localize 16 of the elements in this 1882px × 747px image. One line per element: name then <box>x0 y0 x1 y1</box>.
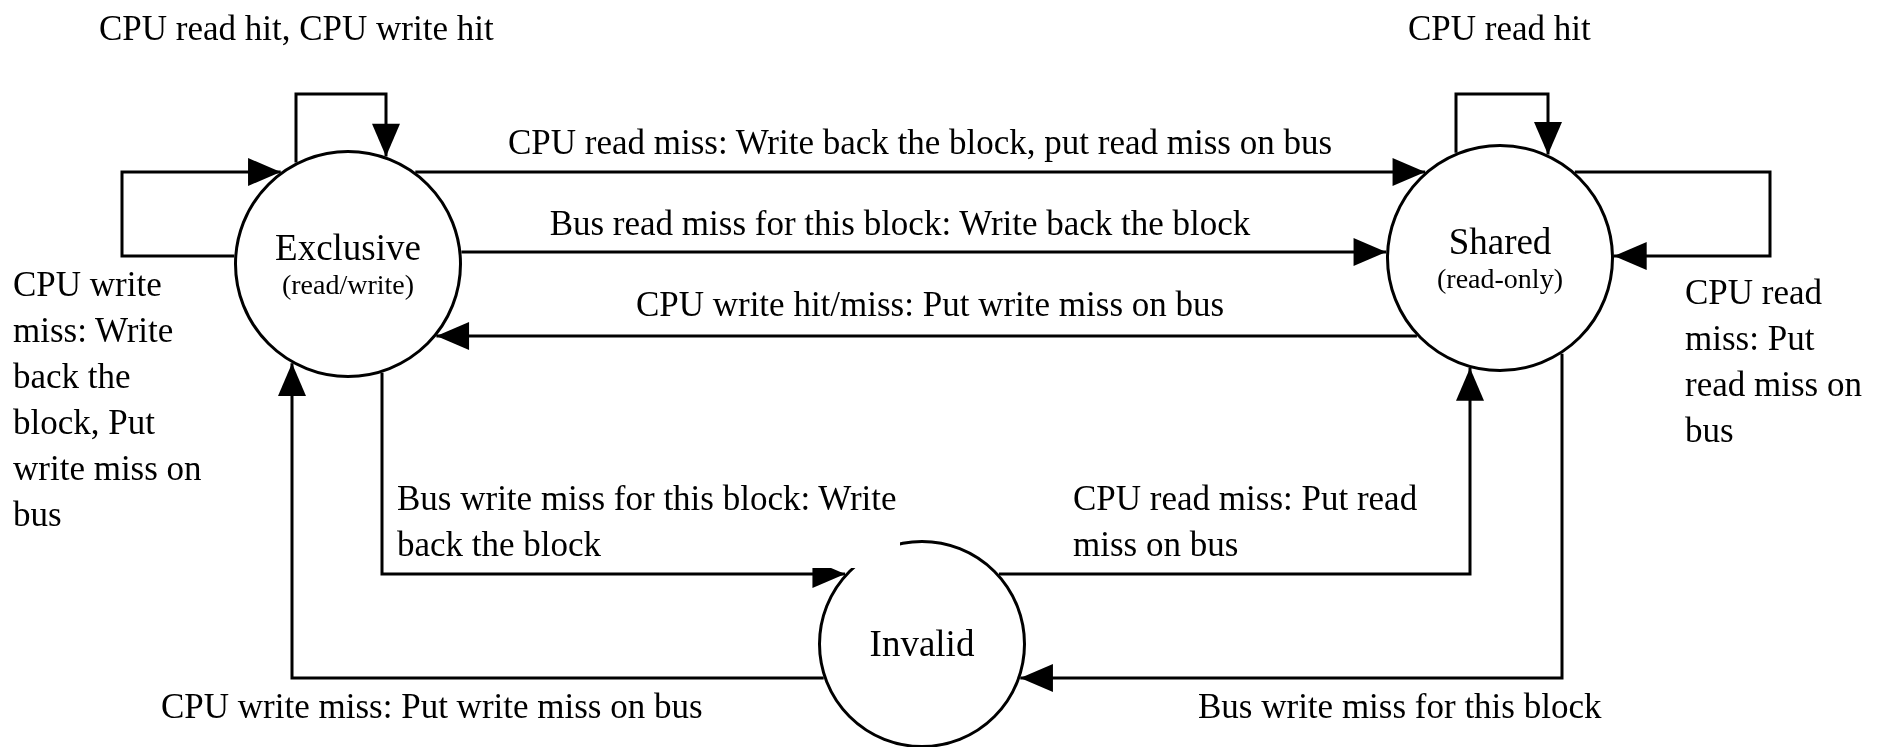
arrow <box>1454 92 1562 155</box>
state-subtitle: (read/write) <box>281 269 415 301</box>
arrow <box>294 92 400 163</box>
arrow <box>998 368 1484 576</box>
arrow <box>120 158 281 258</box>
arrow <box>415 158 1426 186</box>
arrow <box>1574 170 1772 270</box>
arrow <box>461 238 1387 266</box>
state-name: Exclusive <box>275 227 421 269</box>
arrow <box>1020 353 1564 692</box>
arrow <box>380 372 846 588</box>
arrow <box>436 322 1417 350</box>
arrow <box>278 363 824 680</box>
state-name: Invalid <box>869 623 975 665</box>
state-name: Shared <box>1448 221 1552 263</box>
state-subtitle: (read-only) <box>1437 263 1563 295</box>
